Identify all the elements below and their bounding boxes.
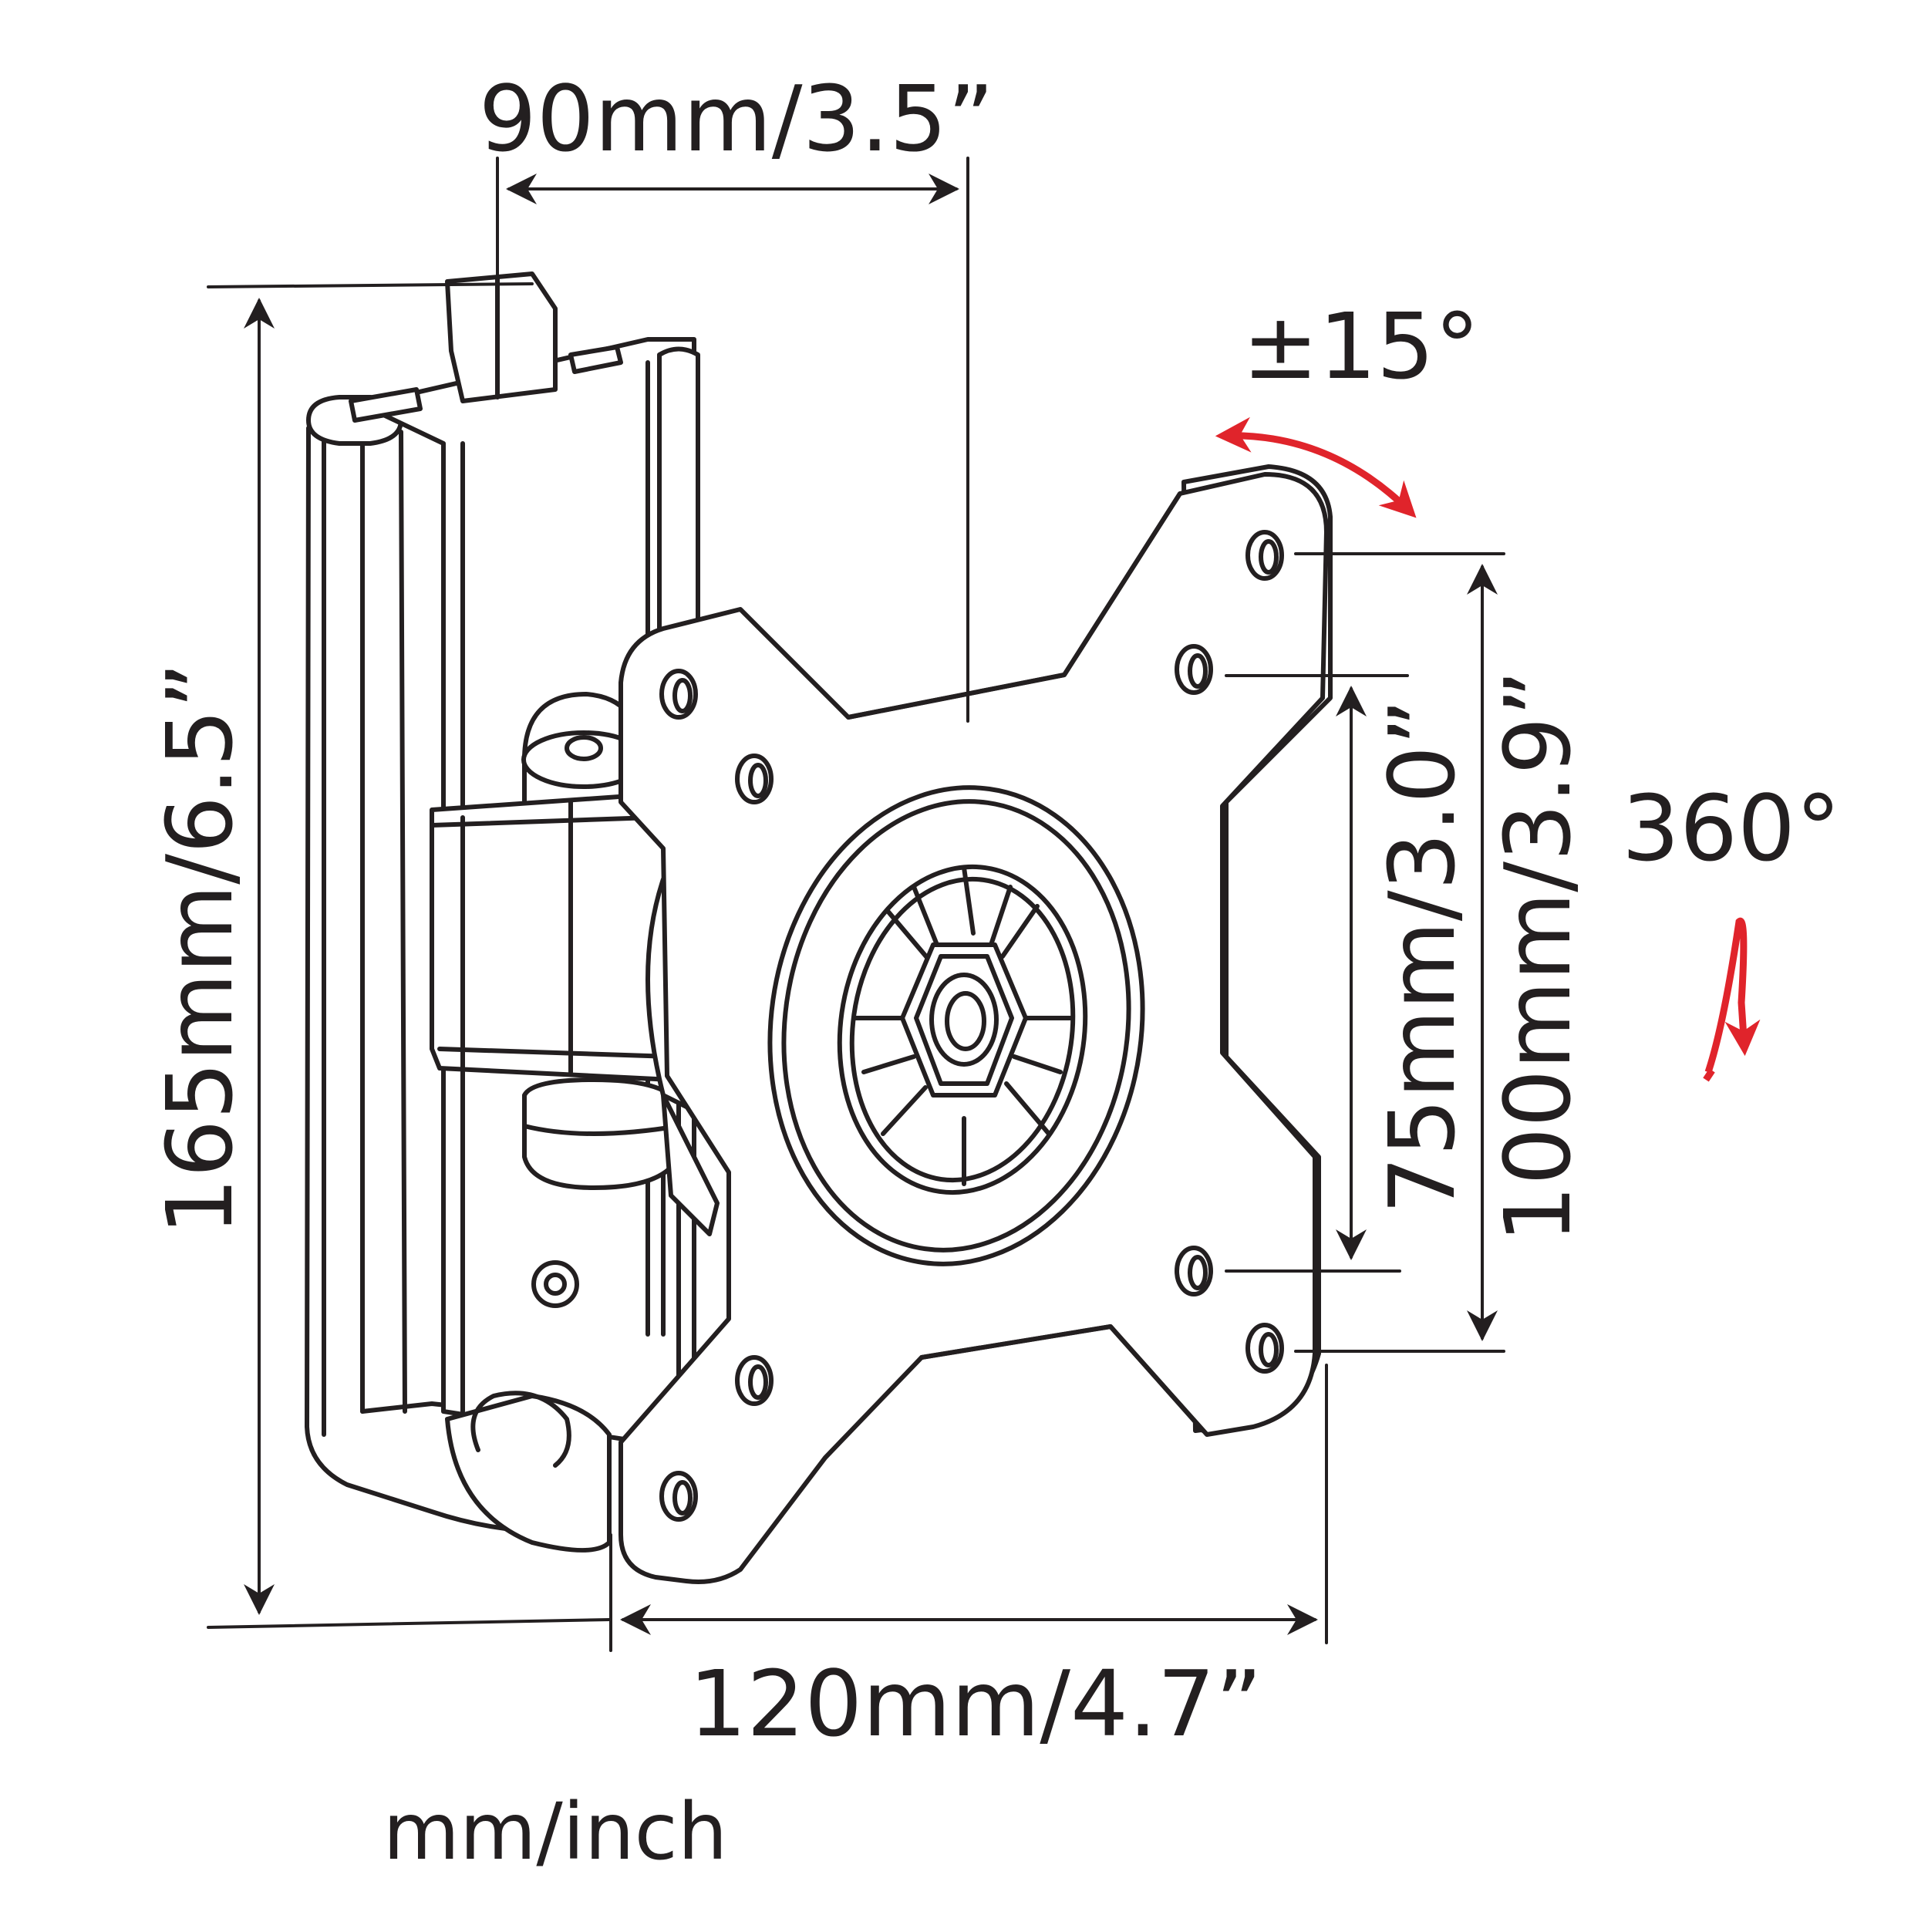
rotation-angle-label: 360°: [1622, 775, 1841, 882]
tilt-arrow: [1215, 416, 1417, 518]
vesa-plate: [619, 464, 1333, 1584]
height-label: 165mm/6.5”: [147, 662, 253, 1236]
vesa-75-label: 75mm/3.0”: [1369, 699, 1475, 1215]
mounting-holes: [659, 530, 1284, 1522]
vesa-100-label: 100mm/3.9”: [1485, 669, 1591, 1243]
dimension-lines: [207, 157, 1505, 1652]
units-note: mm/inch: [383, 1786, 728, 1878]
top-width-label: 90mm/3.5”: [479, 66, 995, 172]
rotation-arrow: [1703, 917, 1761, 1082]
bottom-width-label: 120mm/4.7”: [689, 1650, 1262, 1757]
tilt-angle-label: ±15°: [1242, 293, 1480, 400]
labels: 90mm/3.5” 165mm/6.5” 120mm/4.7” 75mm/3.0…: [147, 66, 1841, 1878]
